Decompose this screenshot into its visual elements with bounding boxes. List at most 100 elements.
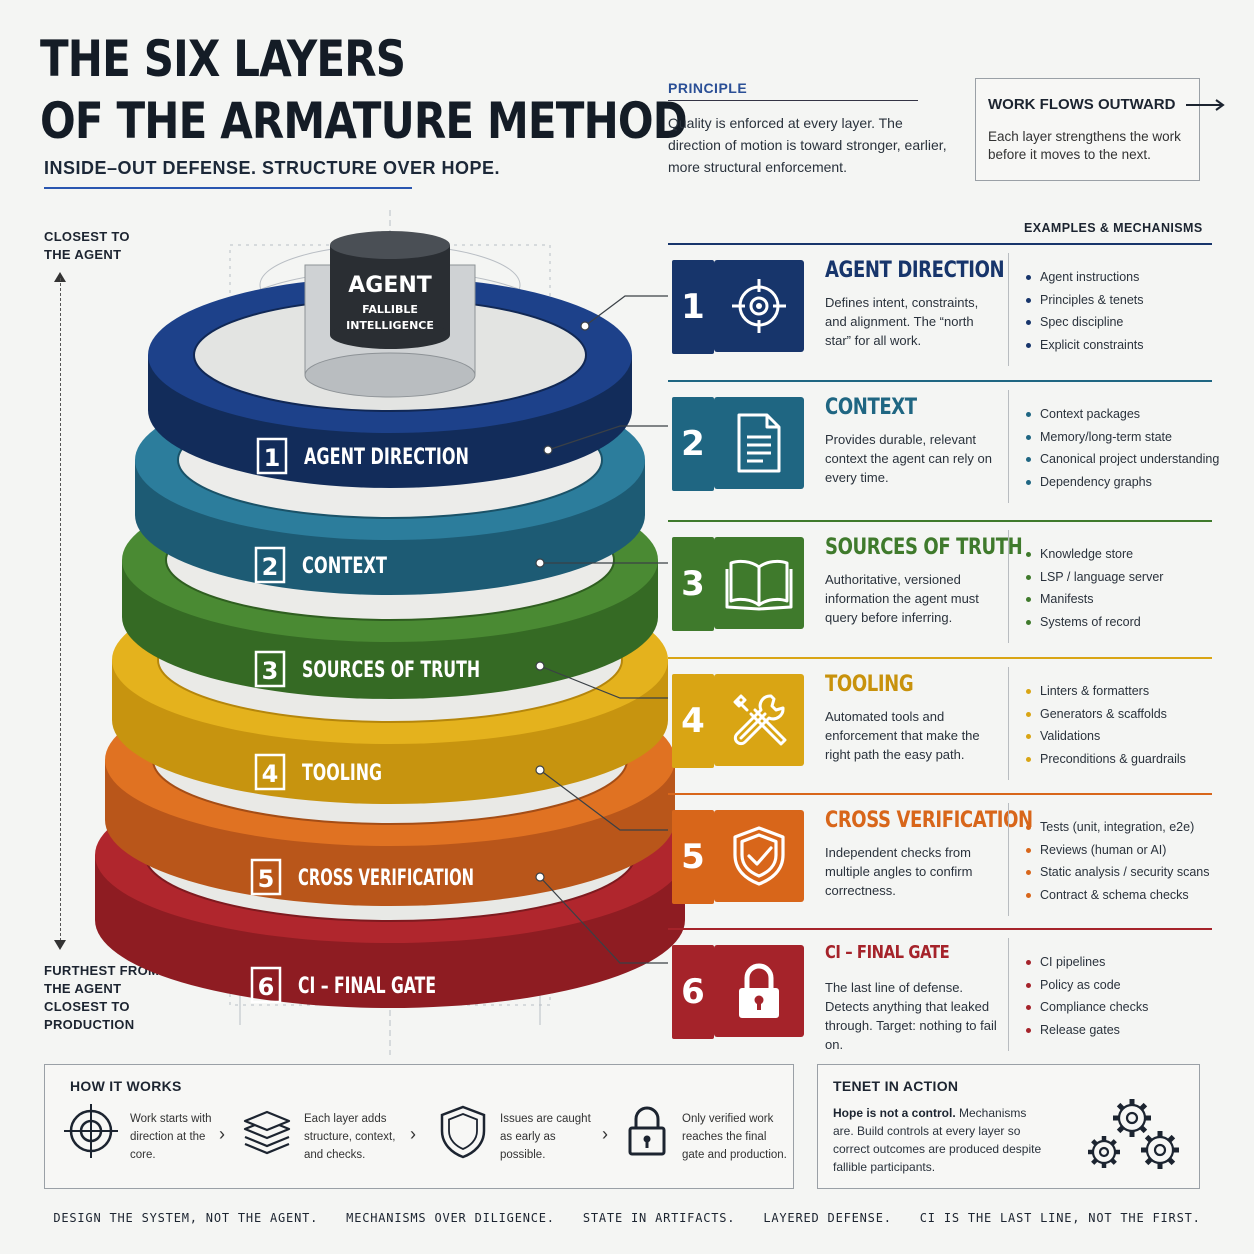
arrow-right-icon	[1185, 99, 1225, 111]
document-icon	[714, 397, 804, 489]
layer-number-badge: 2	[672, 397, 714, 491]
ring-label-text: CROSS VERIFICATION	[298, 866, 474, 891]
book-icon	[714, 537, 804, 629]
examples-heading: EXAMPLES & MECHANISMS	[1024, 221, 1203, 235]
layer-examples-list: Tests (unit, integration, e2e)Reviews (h…	[1024, 816, 1210, 906]
how-it-works-panel	[44, 1064, 794, 1189]
layer-divider	[1008, 390, 1009, 503]
footer-tenets: DESIGN THE SYSTEM, NOT THE AGENT. MECHAN…	[53, 1211, 1201, 1225]
shield-check-icon	[714, 810, 804, 902]
ring-label-text: TOOLING	[302, 761, 382, 786]
layer-ring-stack: AGENT FALLIBLE INTELLIGENCE 1 AGENT DIREC…	[95, 210, 685, 1055]
layer-description: Provides durable, relevant context the a…	[825, 432, 992, 485]
ring-label-text: AGENT DIRECTION	[304, 445, 469, 470]
tenet-panel	[817, 1064, 1200, 1189]
example-item: Canonical project understanding	[1024, 448, 1219, 471]
ring-label-text: SOURCES OF TRUTH	[302, 658, 480, 683]
crosshair-icon	[714, 260, 804, 352]
ring-number-box	[254, 753, 286, 791]
chevron-right-icon: ›	[602, 1124, 608, 1144]
ring-number-box	[254, 650, 286, 688]
example-item: Linters & formatters	[1024, 680, 1186, 703]
chevron-right-icon: ›	[219, 1124, 225, 1144]
how-step-4-text: Only verified work reaches the final gat…	[682, 1113, 787, 1161]
work-flows-panel	[975, 78, 1200, 181]
agent-core-line1: FALLIBLE	[362, 303, 418, 316]
agent-core: AGENT FALLIBLE INTELLIGENCE	[304, 231, 476, 398]
ring-number: 4	[262, 760, 279, 788]
ring-number: 6	[258, 973, 275, 1001]
example-item: Context packages	[1024, 403, 1219, 426]
layer-rule	[668, 243, 1212, 245]
layer-description: Independent checks from multiple angles …	[825, 845, 973, 898]
layer-number-badge: 1	[672, 260, 714, 354]
principle-heading: PRINCIPLE	[668, 80, 748, 96]
principle-rule	[668, 100, 918, 101]
example-item: Knowledge store	[1024, 543, 1163, 566]
example-item: LSP / language server	[1024, 566, 1163, 589]
layer-name: TOOLING	[825, 672, 914, 697]
subtitle-underline	[44, 187, 412, 189]
layer-divider	[1008, 530, 1009, 643]
example-item: Contract & schema checks	[1024, 884, 1210, 907]
example-item: Tests (unit, integration, e2e)	[1024, 816, 1210, 839]
layer-number-badge: 5	[672, 810, 714, 904]
example-item: Dependency graphs	[1024, 471, 1219, 494]
ring-number: 2	[262, 553, 279, 581]
target-icon	[64, 1104, 118, 1158]
layer-name: CI – FINAL GATE	[825, 942, 950, 963]
ring-label-2: 2 CONTEXT	[254, 546, 387, 584]
layer-name: AGENT DIRECTION	[825, 258, 1005, 283]
ring-label-5: 5 CROSS VERIFICATION	[250, 858, 474, 896]
example-item: Release gates	[1024, 1019, 1148, 1042]
ring-number-box	[250, 858, 282, 896]
page-title: THE SIX LAYERS OF THE ARMATURE METHOD	[40, 30, 688, 150]
example-item: Principles & tenets	[1024, 289, 1144, 312]
axis-dashed-line	[60, 278, 61, 946]
axis-label-top: CLOSEST TO THE AGENT	[44, 229, 130, 262]
example-item: CI pipelines	[1024, 951, 1148, 974]
example-item: Generators & scaffolds	[1024, 703, 1186, 726]
example-item: Manifests	[1024, 588, 1163, 611]
ring-label-3: 3 SOURCES OF TRUTH	[254, 650, 480, 688]
agent-core-line2: INTELLIGENCE	[346, 319, 434, 332]
lock-icon	[628, 1106, 666, 1156]
ring-number: 1	[264, 444, 281, 472]
work-flows-text: Each layer strengthens the work before i…	[988, 129, 1181, 162]
ring-labels: 1 AGENT DIRECTION 2 CONTEXT 3 SOURCES OF TRUT…	[250, 437, 480, 1004]
principle-text: Quality is enforced at every layer. The …	[668, 115, 947, 175]
layer-name: SOURCES OF TRUTH	[825, 535, 1023, 560]
example-item: Reviews (human or AI)	[1024, 839, 1210, 862]
shield-icon	[440, 1105, 486, 1159]
example-item: Validations	[1024, 725, 1186, 748]
layer-rule	[668, 793, 1212, 795]
example-item: Systems of record	[1024, 611, 1163, 634]
example-item: Agent instructions	[1024, 266, 1144, 289]
ring-number: 5	[258, 865, 275, 893]
layer-number-badge: 3	[672, 537, 714, 631]
example-item: Memory/long-term state	[1024, 426, 1219, 449]
stack-icon	[243, 1110, 291, 1155]
example-item: Policy as code	[1024, 974, 1148, 997]
how-step-2-text: Each layer adds structure, context, and …	[304, 1113, 396, 1161]
ring-label-4: 4 TOOLING	[254, 753, 382, 791]
ring-number: 3	[262, 657, 279, 685]
layer-description: Automated tools and enforcement that mak…	[825, 709, 980, 762]
example-item: Static analysis / security scans	[1024, 861, 1210, 884]
ring-number-box	[250, 966, 282, 1004]
layer-rule	[668, 380, 1212, 382]
gears-icon	[1088, 1099, 1179, 1169]
arrow-up-icon	[54, 272, 66, 282]
layer-number-badge: 6	[672, 945, 714, 1039]
layer-description: Defines intent, constraints, and alignme…	[825, 295, 979, 348]
layer-divider	[1008, 938, 1009, 1051]
how-step-3-text: Issues are caught as early as possible.	[500, 1113, 591, 1161]
layer-rule	[668, 520, 1212, 522]
layer-divider	[1008, 253, 1009, 366]
ring-label-1: 1 AGENT DIRECTION	[256, 437, 469, 475]
how-step-1-text: Work starts with direction at the core.	[130, 1113, 212, 1161]
ring-label-text: CONTEXT	[302, 554, 387, 579]
